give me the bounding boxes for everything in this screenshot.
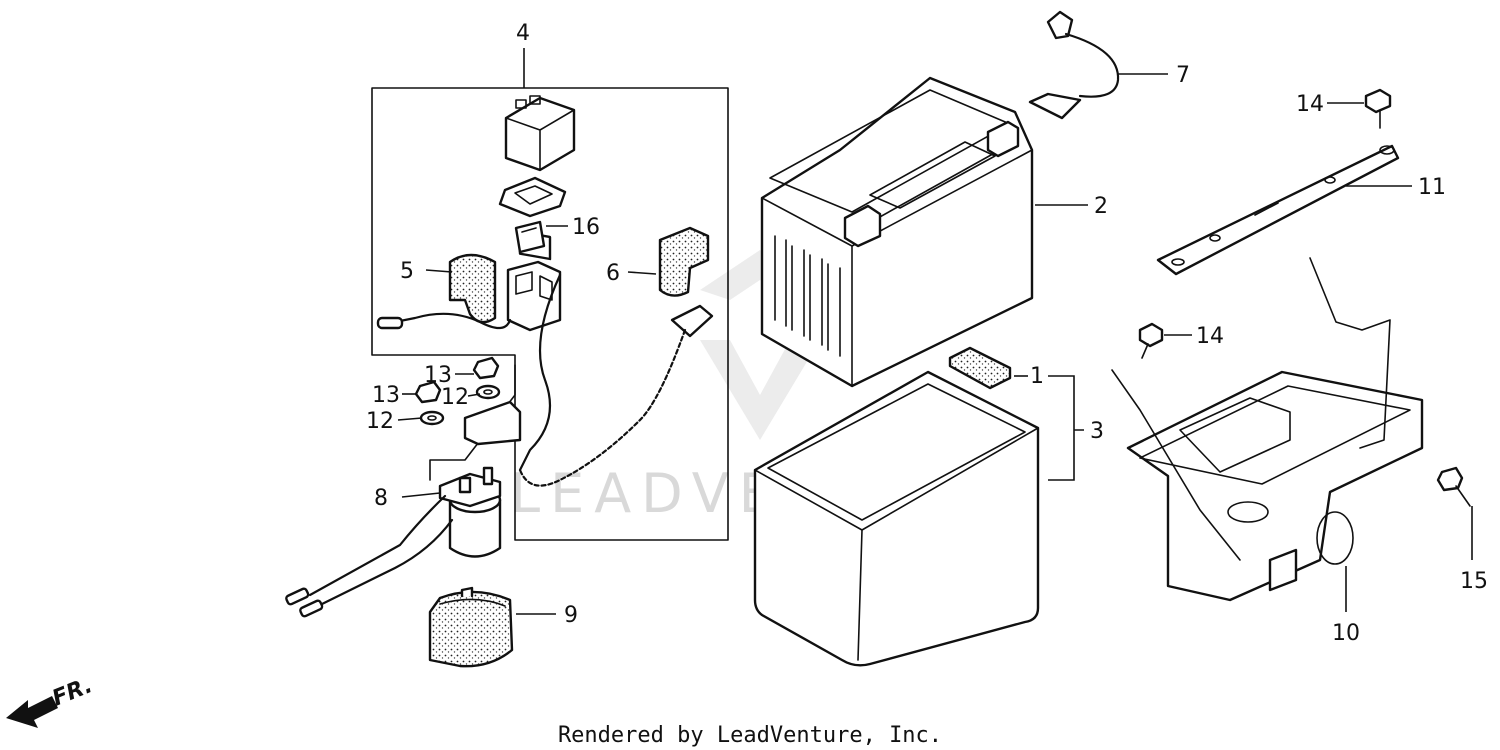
callout-2: 2	[1094, 194, 1108, 219]
callout-9: 9	[564, 603, 578, 628]
group-connector-line	[429, 364, 516, 481]
callout-13-upper: 13	[424, 363, 452, 388]
solenoid-cover-part	[428, 586, 514, 668]
relay-group-box	[371, 87, 729, 541]
relay-gasket-part	[498, 176, 567, 218]
terminal-cover-5-part	[448, 253, 497, 324]
bolt-14-upper-part	[1364, 88, 1392, 129]
relay-connector-part	[506, 260, 562, 332]
main-fuse-part	[514, 220, 546, 254]
front-direction-label: FR.	[49, 673, 96, 711]
starter-solenoid-part	[285, 466, 502, 618]
terminal-cover-6-part	[658, 226, 710, 297]
leader-lines	[397, 48, 1473, 615]
callout-6: 6	[606, 261, 620, 286]
battery-part	[760, 76, 1034, 388]
nut-13-upper	[472, 356, 500, 380]
callouts: 1 2 3 4 5 6 7 8 9 10 11 12 12 13 13 14 1…	[366, 21, 1488, 646]
rendered-by-footer: Rendered by LeadVenture, Inc.	[558, 723, 942, 748]
callout-5: 5	[400, 259, 414, 284]
bolt-14-lower-part	[1138, 322, 1164, 359]
callout-12-upper: 12	[441, 385, 469, 410]
callout-8: 8	[374, 486, 388, 511]
battery-pad-part	[948, 346, 1012, 390]
callout-13-lower: 13	[372, 383, 400, 408]
callout-3: 3	[1090, 419, 1104, 444]
callout-1: 1	[1030, 364, 1044, 389]
callout-15: 15	[1460, 569, 1488, 594]
callout-16: 16	[572, 215, 600, 240]
starter-cable-part	[518, 273, 714, 487]
callout-11: 11	[1418, 175, 1446, 200]
washer-12-upper	[475, 384, 501, 400]
relay-lead-wire	[378, 312, 512, 330]
battery-holder-plate-part	[1156, 144, 1400, 276]
battery-cable-part	[1028, 10, 1120, 120]
callout-14-upper: 14	[1296, 92, 1324, 117]
battery-box-part	[1111, 257, 1424, 602]
front-direction-marker: FR.	[6, 673, 96, 728]
washer-12-lower	[419, 410, 445, 426]
battery-case-part	[753, 370, 1040, 667]
callout-12-lower: 12	[366, 409, 394, 434]
bolt-15-part	[1436, 466, 1471, 507]
callout-14-lower: 14	[1196, 324, 1224, 349]
relay-bracket	[463, 400, 522, 446]
callout-10: 10	[1332, 621, 1360, 646]
front-arrow-icon	[6, 696, 58, 728]
callout-4: 4	[516, 21, 530, 46]
wire-terminal	[376, 316, 404, 330]
callout-7: 7	[1176, 63, 1190, 88]
